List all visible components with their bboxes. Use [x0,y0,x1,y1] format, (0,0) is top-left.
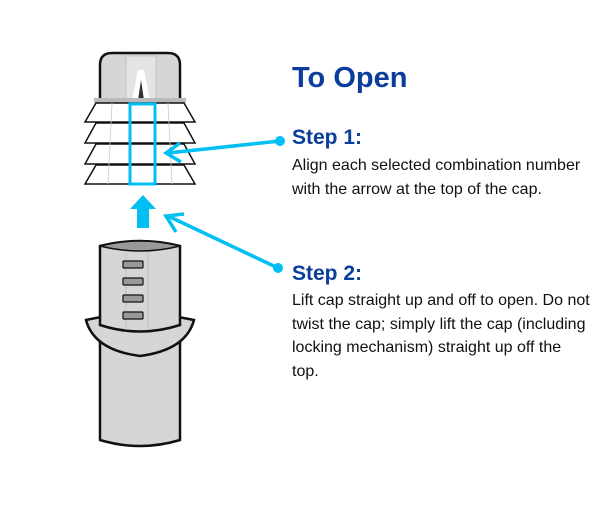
combination-dials [83,102,197,185]
pointer-step-1 [162,139,281,164]
step-1-label: Step 1: [292,126,363,149]
lock-body [84,239,196,448]
step-2-label: Step 2: [292,262,363,285]
heading: To Open [292,62,408,94]
cap [94,51,186,103]
pointer-step-2 [163,212,279,270]
step-2-text: Lift cap straight up and off to open. Do… [292,292,590,380]
up-arrow-icon [130,195,156,228]
step-1-text: Align each selected combination number w… [292,157,581,198]
alignment-highlight [128,102,157,186]
pointer-dot-2 [273,263,283,273]
latch-slots [122,260,144,320]
pointer-dot-1 [275,136,285,146]
